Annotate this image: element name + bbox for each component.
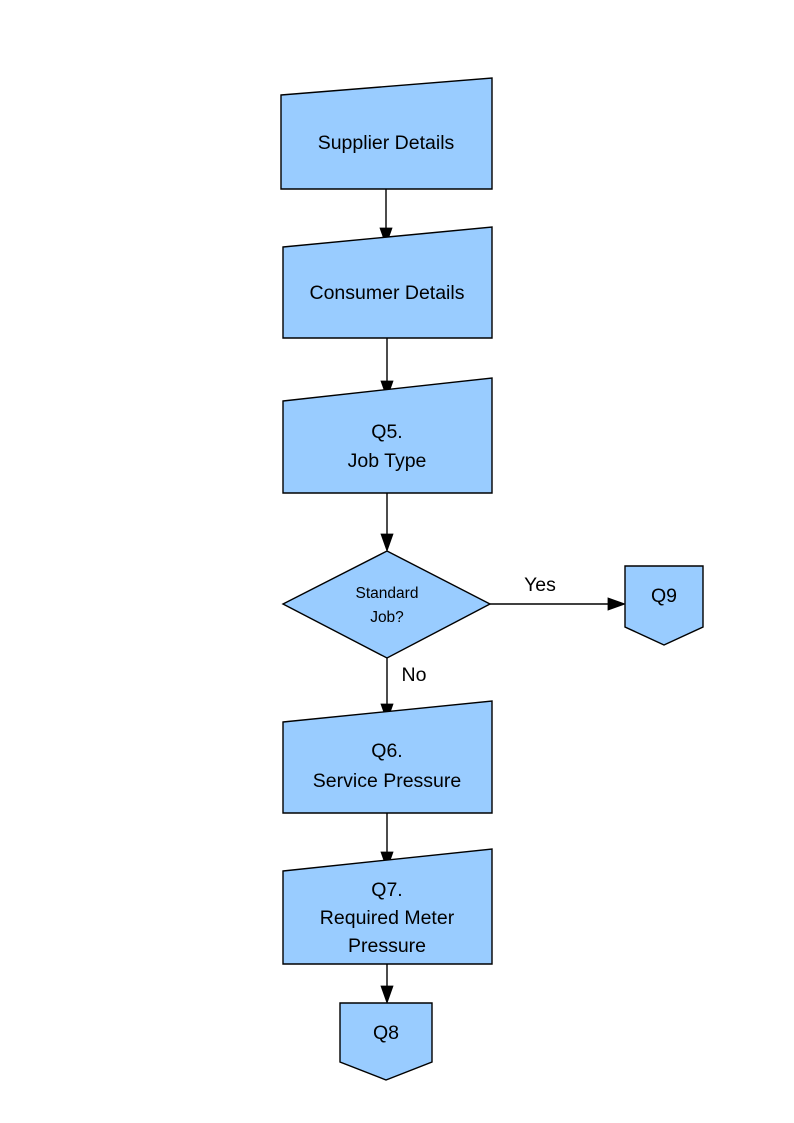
q8-label: Q8 bbox=[373, 1022, 399, 1044]
q5-job-type-label-line1: Q5. bbox=[371, 421, 402, 443]
node-consumer-details[interactable]: Consumer Details bbox=[282, 226, 493, 339]
standard-job-decision-label-line1: Standard bbox=[356, 585, 419, 602]
supplier-details-label: Supplier Details bbox=[318, 132, 455, 154]
consumer-details-label: Consumer Details bbox=[310, 282, 465, 304]
node-standard-job-decision[interactable]: Standard Job? bbox=[281, 550, 492, 659]
q7-required-meter-pressure-label-line2: Required Meter bbox=[320, 907, 455, 929]
edge-decision-to-q9: Yes bbox=[490, 574, 627, 611]
standard-job-decision-label-line2: Job? bbox=[370, 609, 404, 626]
node-supplier-details[interactable]: Supplier Details bbox=[280, 77, 493, 190]
node-q8[interactable]: Q8 bbox=[339, 1002, 433, 1081]
q7-required-meter-pressure-label-line1: Q7. bbox=[371, 879, 402, 901]
q9-shape[interactable] bbox=[624, 565, 704, 646]
q5-job-type-label-line2: Job Type bbox=[348, 450, 427, 472]
arrow-head-3 bbox=[380, 533, 394, 553]
node-q7-required-meter-pressure[interactable]: Q7. Required Meter Pressure bbox=[282, 848, 493, 965]
edge-label-no: No bbox=[402, 664, 427, 686]
edge-q7-to-q8 bbox=[380, 964, 394, 1005]
node-q5-job-type[interactable]: Q5. Job Type bbox=[282, 377, 493, 494]
arrow-head-7 bbox=[380, 985, 394, 1005]
q6-service-pressure-label-line2: Service Pressure bbox=[313, 770, 461, 792]
q9-label: Q9 bbox=[651, 585, 677, 607]
edge-q5-to-decision bbox=[380, 493, 394, 553]
q8-shape[interactable] bbox=[339, 1002, 433, 1081]
standard-job-decision-shape[interactable] bbox=[281, 550, 492, 659]
q7-required-meter-pressure-shape[interactable] bbox=[282, 848, 493, 965]
node-q6-service-pressure[interactable]: Q6. Service Pressure bbox=[282, 700, 493, 814]
q6-service-pressure-shape[interactable] bbox=[282, 700, 493, 814]
q5-job-type-shape[interactable] bbox=[282, 377, 493, 494]
edge-label-yes: Yes bbox=[524, 574, 556, 596]
node-q9[interactable]: Q9 bbox=[624, 565, 704, 646]
consumer-details-shape[interactable] bbox=[282, 226, 493, 339]
q6-service-pressure-label-line1: Q6. bbox=[371, 740, 402, 762]
q7-required-meter-pressure-label-line3: Pressure bbox=[348, 935, 426, 957]
supplier-details-shape[interactable] bbox=[280, 77, 493, 190]
arrow-head-4 bbox=[607, 597, 627, 611]
